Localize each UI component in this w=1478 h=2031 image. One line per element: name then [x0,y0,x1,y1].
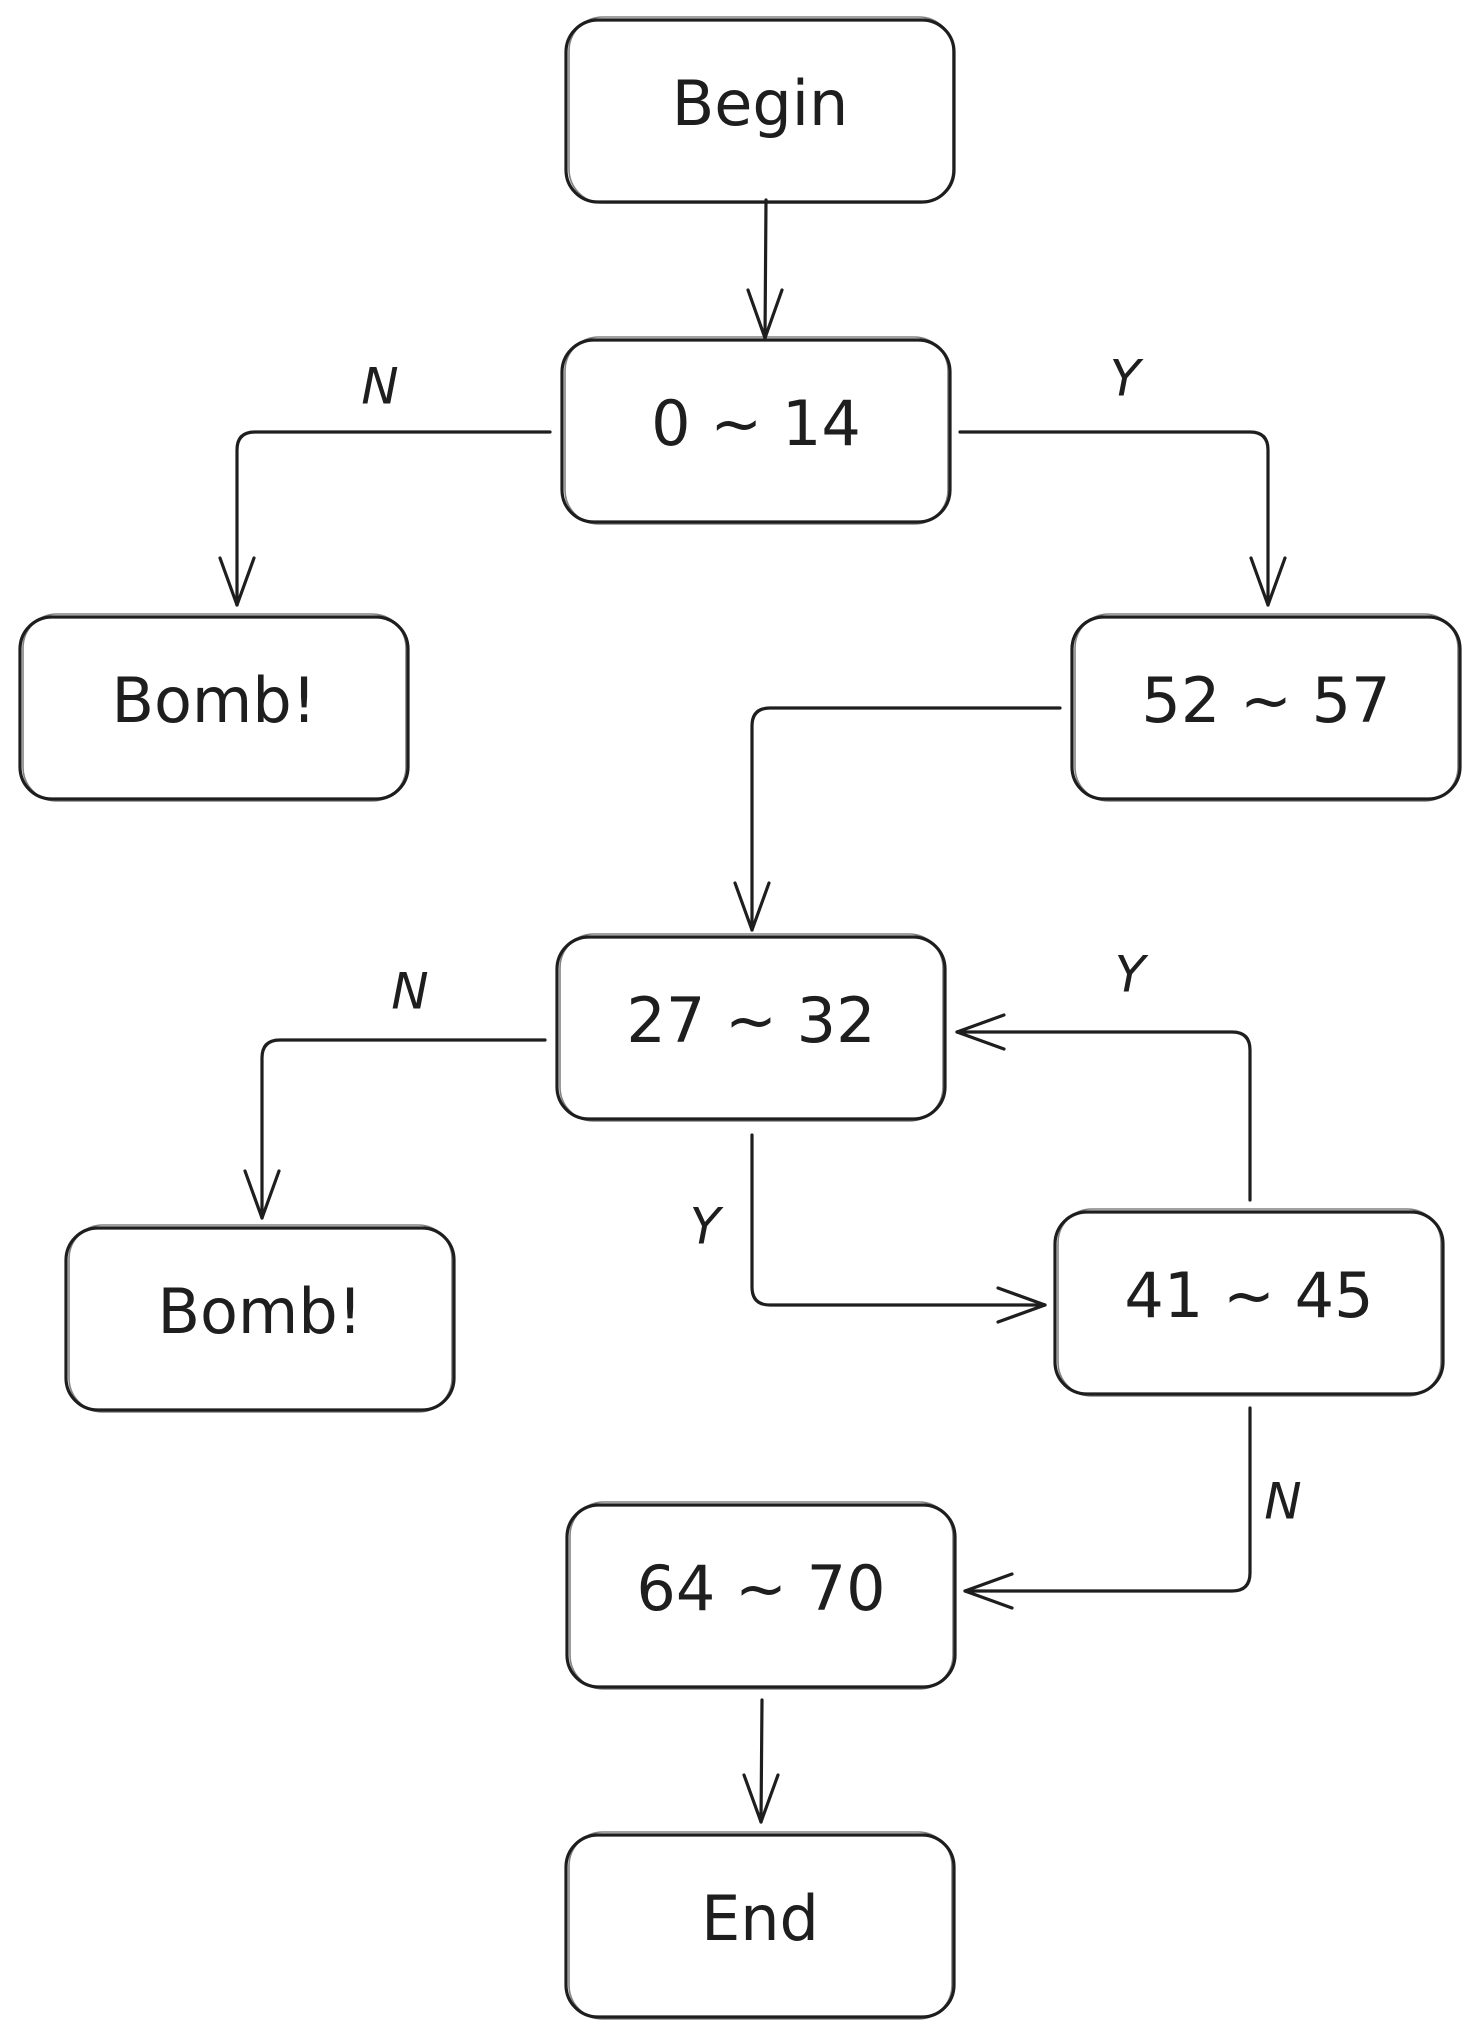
edge-label-y: Y [1110,350,1144,408]
edge-0-14-to-bomb-1: N [218,358,552,607]
edge-label-y: Y [1115,946,1149,1004]
node-bomb-1: Bomb! [18,613,410,802]
node-begin: Begin [564,16,956,204]
node-range-52-57-label: 52 ~ 57 [1141,664,1390,737]
node-range-27-32: 27 ~ 32 [555,933,947,1122]
node-range-0-14-label: 0 ~ 14 [651,387,861,460]
node-range-27-32-label: 27 ~ 32 [626,984,875,1057]
node-bomb-2-label: Bomb! [157,1275,362,1348]
edge-64-70-to-end [742,1698,780,1824]
edge-label-n: N [1264,1473,1301,1531]
node-range-64-70: 64 ~ 70 [565,1501,957,1690]
node-begin-label: Begin [672,67,849,140]
node-end-label: End [701,1882,819,1955]
edge-0-14-to-52-57: Y [958,350,1287,607]
edge-label-y: Y [690,1198,724,1256]
node-bomb-1-label: Bomb! [111,664,316,737]
node-end: End [564,1831,956,2020]
edge-label-n: N [391,963,428,1021]
edge-begin-to-0-14 [746,198,784,340]
edge-52-57-to-27-32 [733,706,1062,932]
edge-label-n: N [361,358,398,416]
node-range-64-70-label: 64 ~ 70 [636,1552,885,1625]
edge-27-32-to-41-45: Y [690,1133,1047,1324]
node-range-52-57: 52 ~ 57 [1070,613,1462,802]
node-range-41-45: 41 ~ 45 [1053,1208,1445,1397]
node-range-41-45-label: 41 ~ 45 [1124,1259,1373,1332]
node-range-0-14: 0 ~ 14 [560,336,952,525]
edge-41-45-to-27-32: Y [955,946,1252,1202]
edge-27-32-to-bomb-2: N [243,963,547,1220]
node-bomb-2: Bomb! [64,1224,456,1413]
edge-41-45-to-64-70: N [963,1406,1302,1610]
